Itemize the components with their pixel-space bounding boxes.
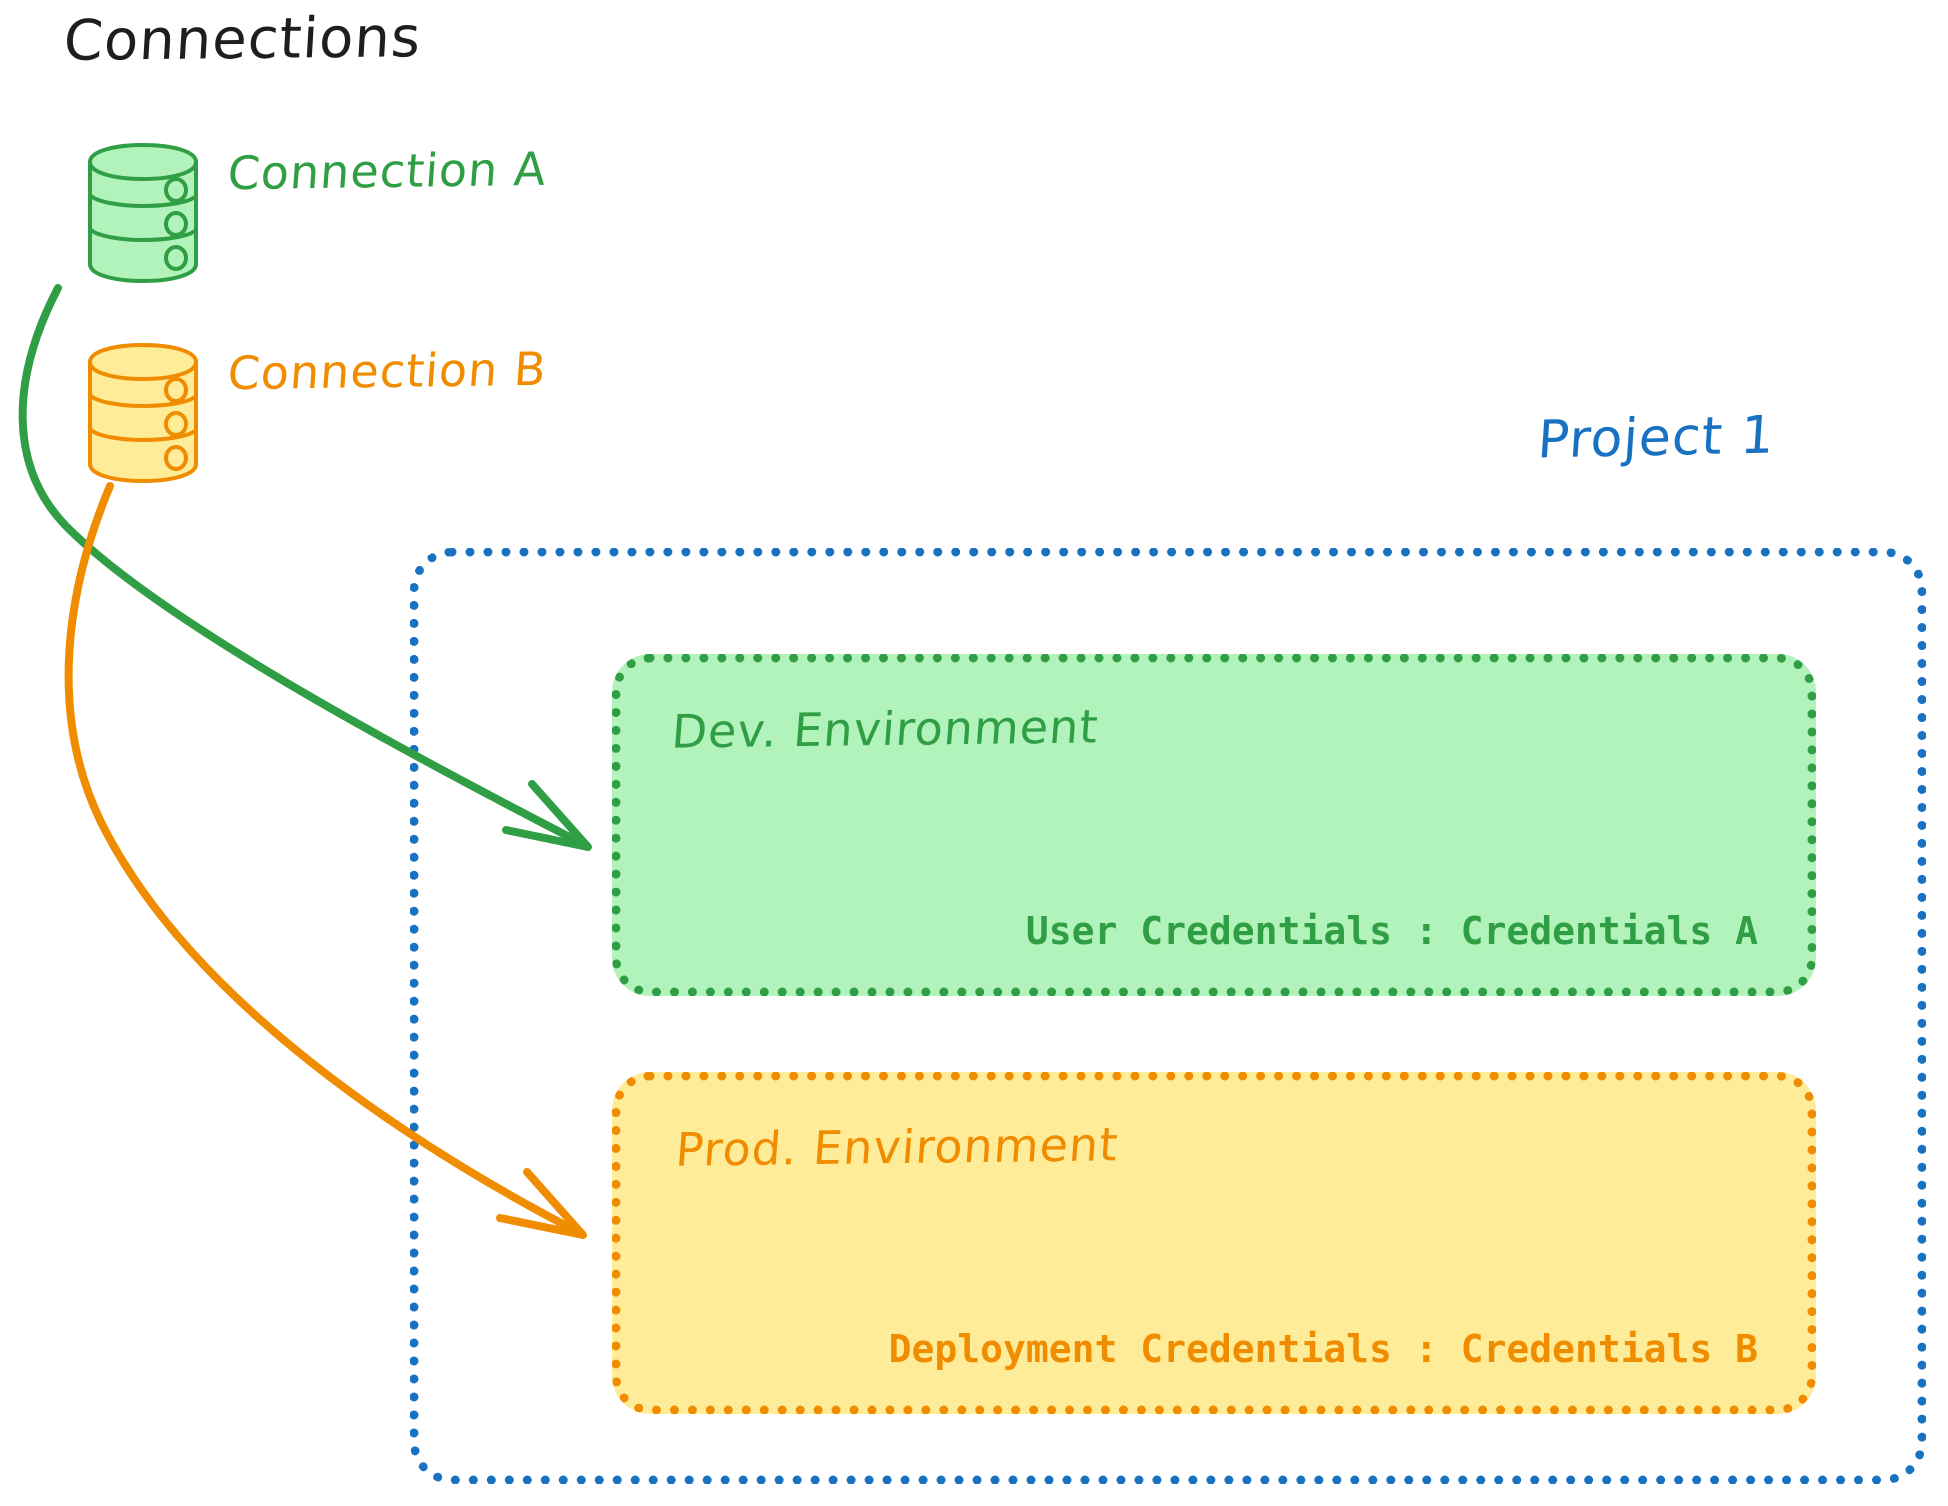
database-icon-connection-b (88, 343, 198, 483)
dev-environment-box (612, 654, 1816, 996)
connection-b-label: Connection B (225, 341, 549, 401)
page-title: Connections (61, 5, 424, 74)
dev-environment-credentials: User Credentials : Credentials A (1025, 909, 1758, 953)
database-icon-connection-a (88, 143, 198, 283)
connection-a-label: Connection A (225, 141, 549, 201)
prod-environment-title: Prod. Environment (673, 1117, 1121, 1177)
prod-environment-credentials: Deployment Credentials : Credentials B (888, 1327, 1758, 1371)
dev-environment-title: Dev. Environment (669, 699, 1101, 759)
prod-environment-box (612, 1072, 1816, 1414)
project-label: Project 1 (1535, 405, 1777, 471)
